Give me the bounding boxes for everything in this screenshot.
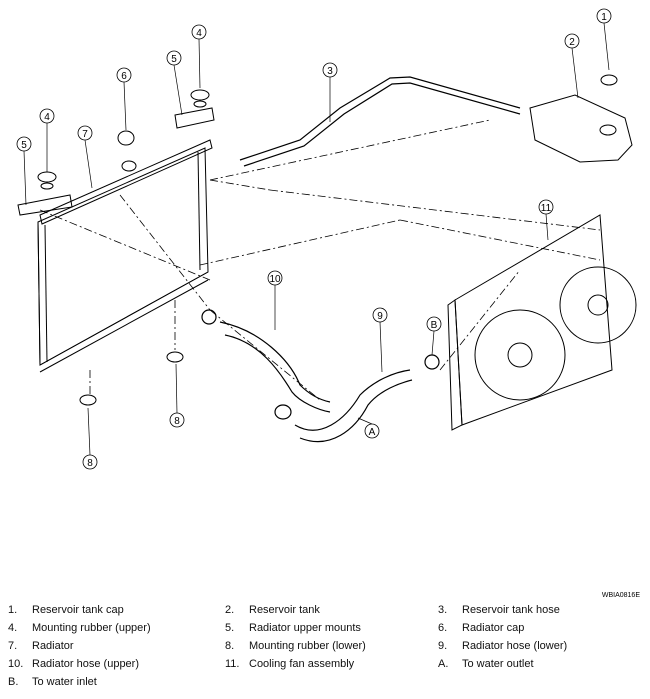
callout-8-right: 8	[169, 412, 185, 428]
callout-4-right: 4	[191, 24, 207, 40]
legend-label: Mounting rubber (lower)	[249, 640, 366, 652]
legend-label: To water outlet	[462, 658, 534, 670]
legend-item-5: 5. Radiator upper mounts	[225, 622, 361, 634]
legend-num: 2.	[225, 604, 235, 616]
legend-item-4: 4. Mounting rubber (upper)	[8, 622, 151, 634]
legend-label: Reservoir tank	[249, 604, 320, 616]
callout-6: 6	[116, 67, 132, 83]
legend-num: 4.	[8, 622, 18, 634]
callout-A: A	[364, 423, 380, 439]
legend-label: Radiator hose (lower)	[462, 640, 568, 652]
callout-5-right: 5	[166, 50, 182, 66]
legend-item-3: 3. Reservoir tank hose	[438, 604, 560, 616]
callout-leaders	[23, 22, 610, 456]
legend-item-11: 11. Cooling fan assembly	[225, 658, 354, 670]
callout-5-left-label: 5	[21, 140, 27, 151]
legend-item-6: 6. Radiator cap	[438, 622, 524, 634]
legend-item-9: 9. Radiator hose (lower)	[438, 640, 567, 652]
legend-num: 5.	[225, 622, 235, 634]
callout-3: 3	[322, 62, 338, 78]
exploded-view-diagram: 1 2 3 4 5 6 4 7 5 11 10 9	[16, 8, 637, 470]
legend-num: 7.	[8, 640, 18, 652]
legend-label: Reservoir tank hose	[462, 604, 560, 616]
legend-num: 8.	[225, 640, 235, 652]
callout-A-label: A	[369, 427, 376, 438]
callout-5-right-label: 5	[171, 54, 177, 65]
callout-10: 10	[267, 270, 283, 286]
legend-label: To water inlet	[32, 676, 97, 688]
legend-label: Reservoir tank cap	[32, 604, 124, 616]
callout-11: 11	[538, 199, 554, 215]
cooling-fan-assembly-part	[447, 214, 637, 431]
mounting-rubber-lower-parts	[79, 351, 184, 406]
callout-8-left: 8	[82, 454, 98, 470]
figure-code: WBIA0816E	[601, 592, 640, 599]
radiator-hose-upper-part	[201, 309, 331, 413]
legend-num: 6.	[438, 622, 448, 634]
legend-num: B.	[8, 676, 19, 688]
callout-1-label: 1	[601, 12, 607, 23]
legend-num: 9.	[438, 640, 448, 652]
legend-label: Radiator hose (upper)	[32, 658, 140, 670]
reservoir-tank-hose-part	[239, 76, 521, 167]
legend-item-A: A. To water outlet	[438, 658, 534, 670]
callout-B: B	[426, 316, 442, 332]
legend-num: 1.	[8, 604, 18, 616]
legend-item-10: 10. Radiator hose (upper)	[8, 658, 139, 670]
callout-B-label: B	[431, 320, 438, 331]
callout-5-left: 5	[16, 136, 32, 152]
callout-6-label: 6	[121, 71, 127, 82]
callout-10-label: 10	[269, 274, 281, 285]
callout-11-label: 11	[541, 203, 552, 214]
radiator-upper-mount-parts	[17, 107, 215, 216]
callout-1: 1	[596, 8, 612, 24]
callout-4-left-label: 4	[44, 112, 50, 123]
legend-item-2: 2. Reservoir tank	[225, 604, 320, 616]
legend-item-B: B. To water inlet	[8, 676, 97, 688]
legend-num: A.	[438, 658, 449, 670]
reservoir-tank-part	[529, 74, 633, 163]
callout-8-left-label: 8	[87, 458, 93, 469]
callout-9: 9	[372, 307, 388, 323]
legend-label: Radiator	[32, 640, 74, 652]
callout-4-right-label: 4	[196, 28, 202, 39]
callout-3-label: 3	[327, 66, 333, 77]
callout-4-left: 4	[39, 108, 55, 124]
legend-item-7: 7. Radiator	[8, 640, 74, 652]
callout-7: 7	[77, 125, 93, 141]
legend-label: Cooling fan assembly	[249, 658, 355, 670]
legend-num: 10.	[8, 658, 24, 670]
radiator	[37, 139, 213, 373]
legend-label: Mounting rubber (upper)	[32, 622, 151, 634]
legend-label: Radiator cap	[462, 622, 525, 634]
callout-7-label: 7	[82, 129, 88, 140]
radiator-hose-lower-part	[274, 354, 440, 443]
radiator-cap-part	[117, 130, 137, 172]
callout-2-label: 2	[569, 37, 575, 48]
callout-8-right-label: 8	[174, 416, 180, 427]
center-lines	[39, 119, 601, 401]
legend-item-8: 8. Mounting rubber (lower)	[225, 640, 366, 652]
legend-num: 11.	[225, 658, 240, 670]
legend-label: Radiator upper mounts	[249, 622, 361, 634]
mounting-rubber-upper-parts	[37, 89, 210, 190]
callout-2: 2	[564, 33, 580, 49]
callout-9-label: 9	[377, 311, 383, 322]
legend-num: 3.	[438, 604, 448, 616]
legend-item-1: 1. Reservoir tank cap	[8, 604, 124, 616]
